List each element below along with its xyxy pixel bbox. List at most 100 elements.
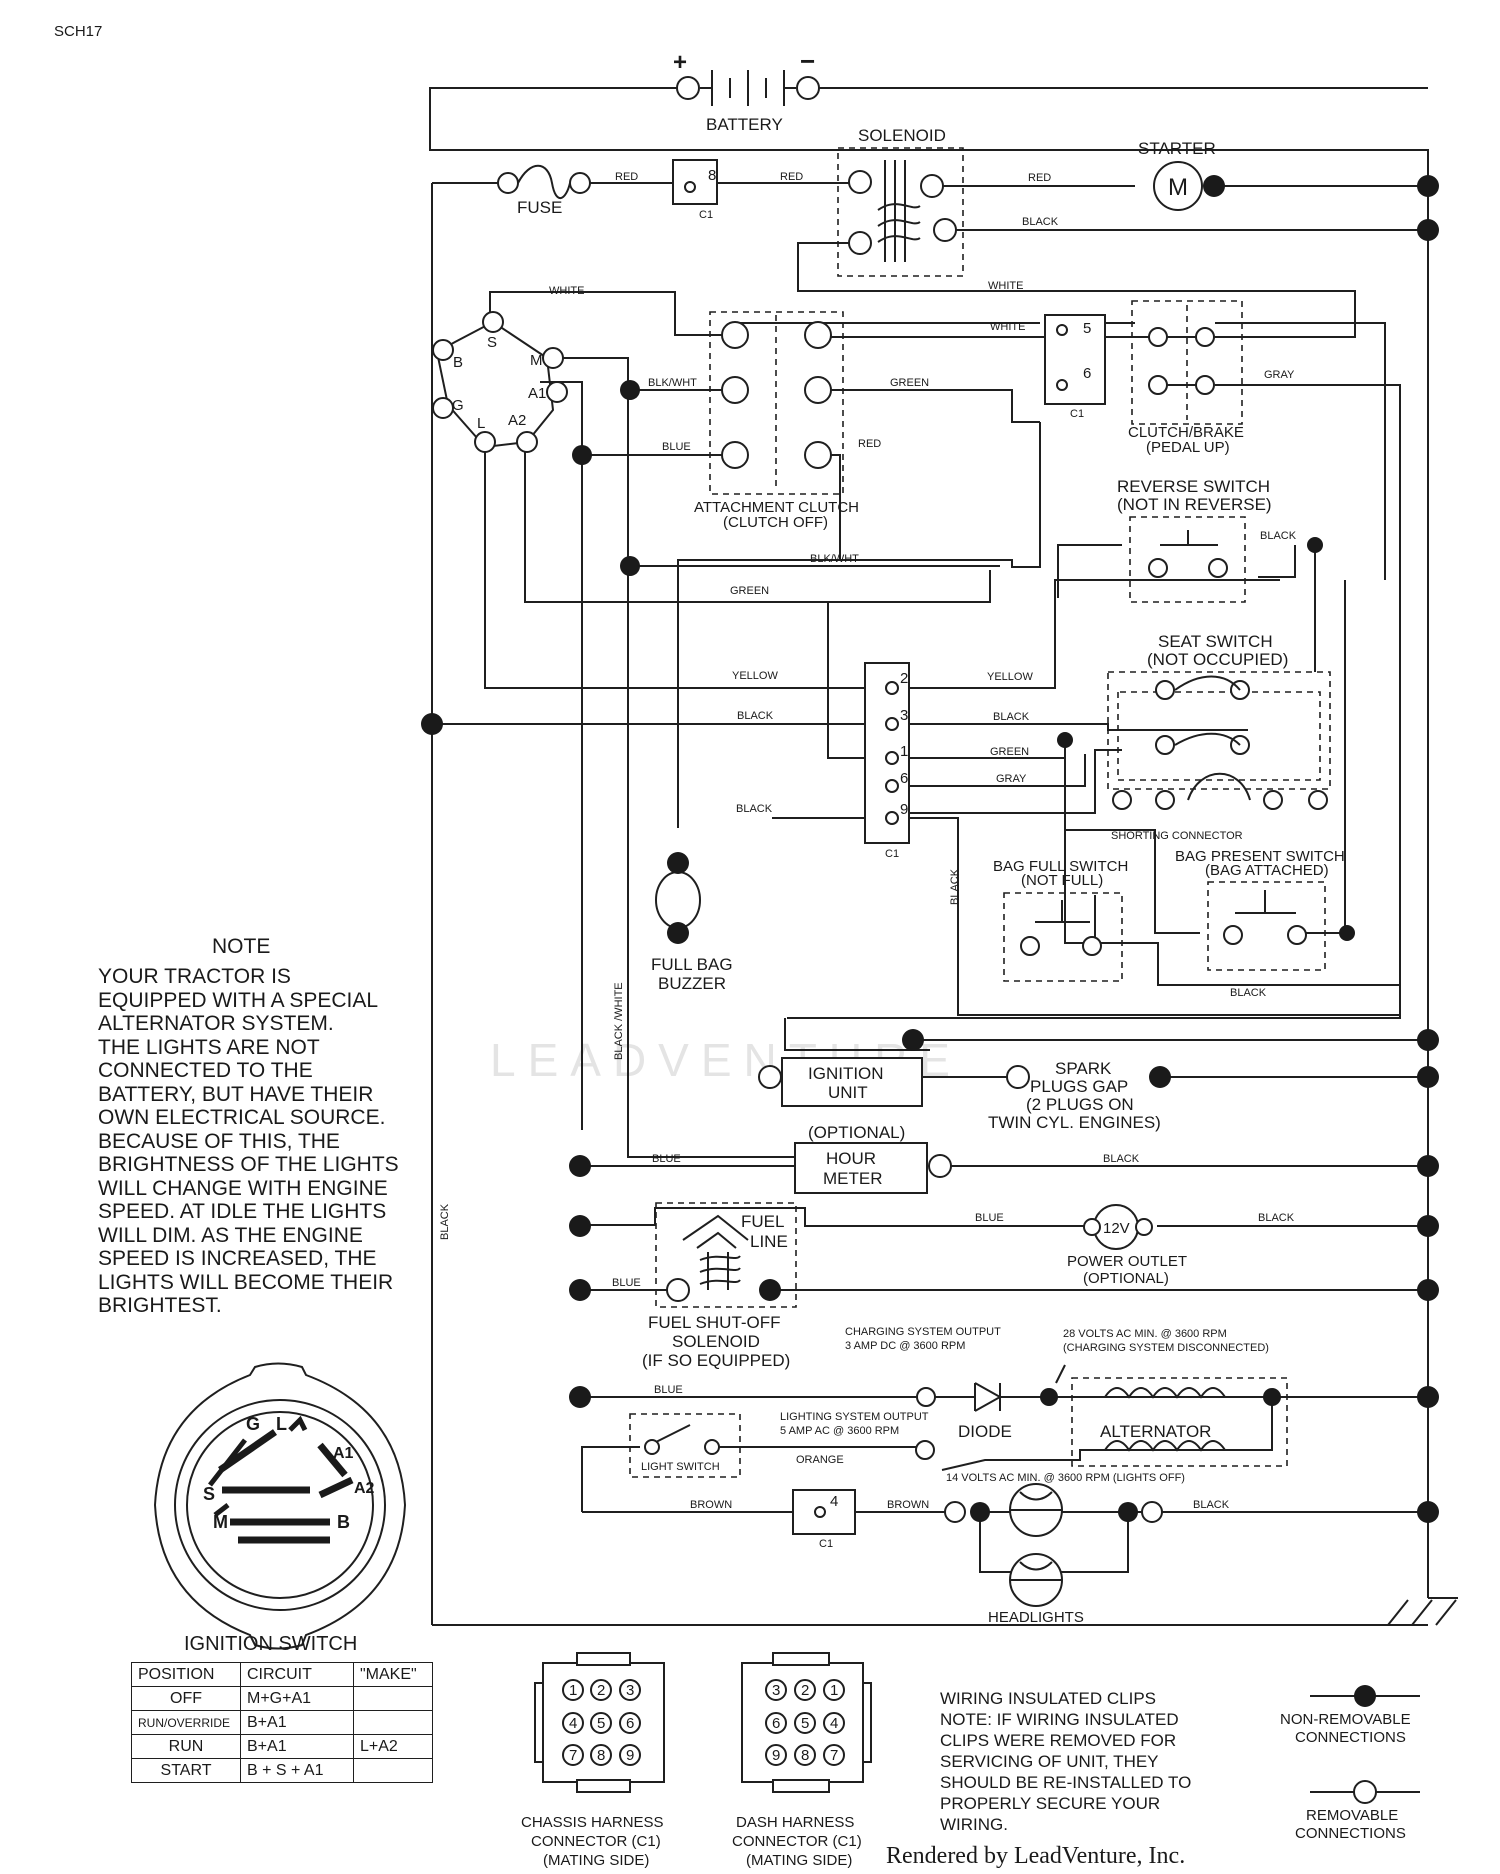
wire-label-black: BLACK [949, 868, 961, 905]
spark-plugs: SPARK PLUGS GAP (2 PLUGS ON TWIN CYL. EN… [988, 1059, 1161, 1132]
wire-label-blue: BLUE [654, 1384, 683, 1396]
wire-label-black: BLACK [1260, 530, 1297, 542]
pin-number: 4 [830, 1715, 838, 1732]
connector-label: C1 [819, 1538, 833, 1550]
hour-meter: (OPTIONAL) HOUR METER [794, 1123, 952, 1194]
legend-non-removable: CONNECTIONS [1295, 1729, 1406, 1746]
c1-pins-5-6-connector: 5 6 C1 [1044, 314, 1106, 420]
pin-number: 8 [801, 1747, 809, 1764]
light-switch-label: LIGHT SWITCH [641, 1461, 720, 1473]
headlights: HEADLIGHTS [944, 1483, 1163, 1626]
dash-harness-connector: 3 2 1 6 5 4 9 8 7 DASH HARNESS CONNECTOR… [732, 1652, 872, 1869]
pin-number: 6 [626, 1715, 634, 1732]
ign-pin-g: G [452, 397, 464, 414]
seat-switch: SEAT SWITCH (NOT OCCUPIED) SHORTING CONN… [1107, 632, 1331, 842]
ignition-switch-face: G L A1 S A2 M B IGNITION SWITCH [153, 1362, 407, 1655]
c1-pin-4-connector: 4 C1 [792, 1489, 856, 1550]
face-label-a2: A2 [354, 1480, 375, 1497]
c1-pin-8-connector: 8 C1 [672, 159, 718, 221]
table-cell: START [131, 1758, 241, 1783]
wire-label-gray: GRAY [1264, 369, 1295, 381]
dash-connector-label: DASH HARNESS [736, 1814, 854, 1831]
wire-label-blue: BLUE [662, 441, 691, 453]
power-outlet-rating: 12V [1103, 1220, 1130, 1237]
wire-label-yellow: YELLOW [732, 670, 778, 682]
battery-negative-terminal [796, 76, 820, 100]
reverse-switch-label: REVERSE SWITCH [1117, 477, 1270, 496]
wire-label-black: BLACK [1230, 987, 1267, 999]
pin-label: 9 [900, 801, 908, 818]
power-outlet: 12V POWER OUTLET (OPTIONAL) [1067, 1204, 1187, 1287]
table-header: "MAKE" [353, 1662, 433, 1687]
wire-label-red: RED [780, 171, 803, 183]
charging-output-label: 3 AMP DC @ 3600 RPM [845, 1340, 965, 1352]
ign-pin-s: S [487, 334, 497, 351]
pin-number: 9 [626, 1747, 634, 1764]
fuel-line-label: LINE [750, 1232, 788, 1251]
bag-full-switch: BAG FULL SWITCH (NOT FULL) [993, 858, 1128, 982]
pin-number: 7 [569, 1747, 577, 1764]
ignition-unit: IGNITION UNIT [758, 1029, 1171, 1107]
ign-pin-m: M [530, 352, 543, 369]
table-row: RUN/OVERRIDE B+A1 [131, 1710, 433, 1735]
battery-negative-sign: − [800, 46, 815, 76]
ignition-switch-title: IGNITION SWITCH [184, 1633, 357, 1655]
battery-positive-sign: + [673, 49, 687, 76]
clips-note-line: PROPERLY SECURE YOUR [940, 1794, 1160, 1813]
ign-pin-l: L [477, 415, 485, 432]
wire-label-white: WHITE [990, 321, 1025, 333]
table-cell: B+A1 [240, 1734, 354, 1759]
lighting-output-label: LIGHTING SYSTEM OUTPUT [780, 1411, 929, 1423]
wire-label-black: BLACK [737, 710, 774, 722]
wire-label-blue: BLUE [652, 1153, 681, 1165]
ignition-unit-label: IGNITION [808, 1064, 884, 1083]
wire-label-black: BLACK [993, 711, 1030, 723]
pin-label: 4 [830, 1493, 838, 1510]
note-text: YOUR TRACTOR IS EQUIPPED WITH A SPECIAL … [98, 965, 399, 1317]
dash-connector-label: (MATING SIDE) [746, 1852, 852, 1869]
wire-label-black: BLACK [736, 803, 773, 815]
face-label-b: B [337, 1512, 350, 1532]
table-cell [353, 1710, 433, 1735]
chassis-harness-connector: 1 2 3 4 5 6 7 8 9 CHASSIS HARNESS CONNEC… [521, 1652, 665, 1869]
table-cell: B + S + A1 [240, 1758, 354, 1783]
spark-plugs-label: PLUGS GAP [1030, 1077, 1128, 1096]
wire-label-black: BLACK [1022, 216, 1059, 228]
wire-label-orange: ORANGE [796, 1454, 844, 1466]
table-row: START B + S + A1 [131, 1758, 433, 1783]
bag-present-switch-state: (BAG ATTACHED) [1205, 862, 1329, 879]
connector-label: C1 [885, 848, 899, 860]
ignition-switch-table: POSITION CIRCUIT "MAKE" OFF M+G+A1 RUN/O… [131, 1662, 433, 1783]
clutch-brake-label: CLUTCH/BRAKE [1128, 424, 1244, 441]
clips-note-line: NOTE: IF WIRING INSULATED [940, 1710, 1179, 1729]
wire-label-black: BLACK [1103, 1153, 1140, 1165]
wire-label-black: BLACK [439, 1203, 451, 1240]
pin-number: 5 [801, 1715, 809, 1732]
wire-label-blue: BLUE [975, 1212, 1004, 1224]
schematic-id: SCH17 [54, 23, 102, 40]
hour-meter-label: HOUR [826, 1149, 876, 1168]
clips-note-line: SHOULD BE RE-INSTALLED TO [940, 1773, 1191, 1792]
bag-present-switch: BAG PRESENT SWITCH (BAG ATTACHED) [1175, 848, 1355, 971]
ign-pin-a1: A1 [528, 385, 546, 402]
volts-28-label: 28 VOLTS AC MIN. @ 3600 RPM [1063, 1328, 1227, 1340]
pin-label: 6 [900, 770, 908, 787]
fuse: FUSE [497, 164, 591, 217]
bag-present-switch-label: BAG PRESENT SWITCH [1175, 848, 1345, 865]
fuel-solenoid-label: SOLENOID [672, 1332, 760, 1351]
pin-number: 3 [626, 1682, 634, 1699]
spark-plugs-label: SPARK [1055, 1059, 1112, 1078]
wire-label-red: RED [615, 171, 638, 183]
connection-dots [421, 175, 1439, 1523]
charging-output-label: CHARGING SYSTEM OUTPUT [845, 1326, 1001, 1338]
pin-number: 2 [597, 1682, 605, 1699]
buzzer-label: BUZZER [658, 974, 726, 993]
wire-label-black: BLACK [1258, 1212, 1295, 1224]
volts-28-label: (CHARGING SYSTEM DISCONNECTED) [1063, 1342, 1269, 1354]
face-label-m: M [213, 1512, 228, 1532]
table-header-row: POSITION CIRCUIT "MAKE" [131, 1662, 433, 1687]
fuel-line-label: FUEL [741, 1212, 784, 1231]
wire-label-gray: GRAY [996, 773, 1027, 785]
clips-note-line: CLIPS WERE REMOVED FOR [940, 1731, 1176, 1750]
full-bag-buzzer: FULL BAG BUZZER [651, 852, 733, 993]
